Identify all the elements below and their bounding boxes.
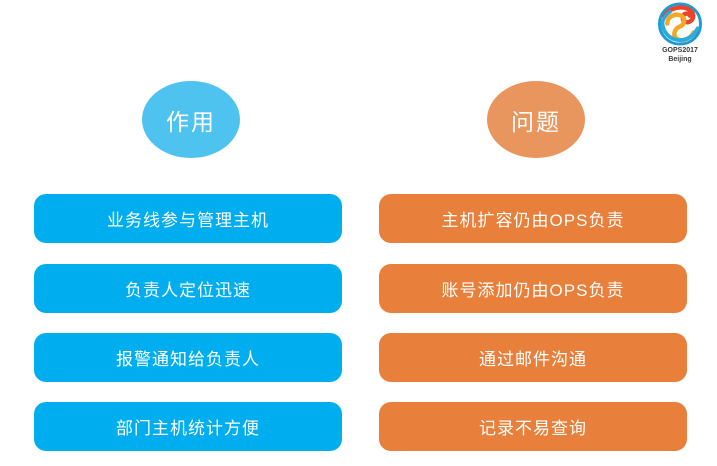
column-header-problems-label: 问题 [511, 108, 561, 135]
benefit-item-4-label: 部门主机统计方便 [116, 419, 260, 438]
benefit-item-1-label: 业务线参与管理主机 [107, 211, 269, 230]
problem-item-1-label: 主机扩容仍由OPS负责 [441, 211, 625, 230]
gops-logo: GOPS2017 Beijing [645, 2, 715, 68]
benefit-item-4: 部门主机统计方便 [34, 402, 342, 451]
benefit-item-2: 负责人定位迅速 [34, 264, 342, 313]
benefit-item-1: 业务线参与管理主机 [34, 194, 342, 243]
benefit-item-3: 报警通知给负责人 [34, 333, 342, 382]
problem-item-3: 通过邮件沟通 [379, 333, 687, 382]
logo-title: GOPS2017 [662, 47, 698, 54]
problem-item-4-label: 记录不易查询 [479, 419, 587, 438]
column-header-benefits-label: 作用 [166, 108, 216, 135]
column-header-problems: 问题 [487, 81, 585, 158]
problem-item-3-label: 通过邮件沟通 [479, 350, 587, 369]
gops-logo-mark [657, 2, 703, 46]
column-header-benefits: 作用 [142, 81, 240, 158]
benefit-item-3-label: 报警通知给负责人 [116, 350, 260, 369]
logo-subtitle: Beijing [668, 56, 692, 63]
problem-item-4: 记录不易查询 [379, 402, 687, 451]
problem-item-1: 主机扩容仍由OPS负责 [379, 194, 687, 243]
problem-item-2-label: 账号添加仍由OPS负责 [441, 281, 625, 300]
problem-item-2: 账号添加仍由OPS负责 [379, 264, 687, 313]
benefit-item-2-label: 负责人定位迅速 [125, 281, 251, 300]
